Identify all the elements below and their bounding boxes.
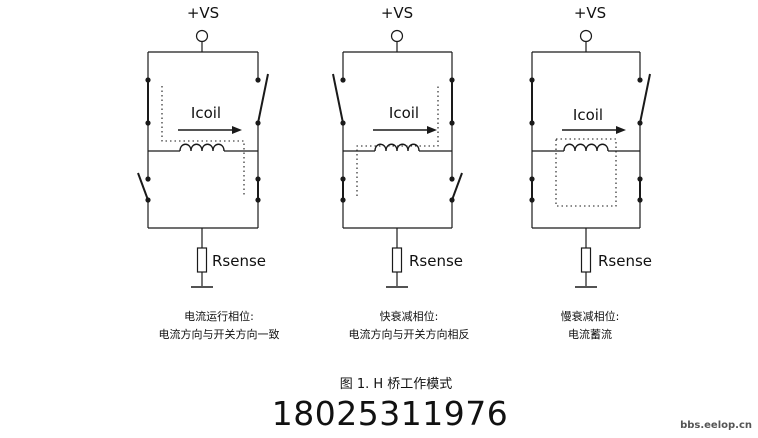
c1-switch-bl-blade xyxy=(137,172,149,201)
icoil-label-1: Icoil xyxy=(190,104,222,122)
c3-rsense-resistor xyxy=(580,247,592,273)
c1-switch-tr-contact-top xyxy=(255,77,261,83)
icoil-label-3: Icoil xyxy=(572,106,604,124)
c2-current-path xyxy=(356,86,439,196)
rsense-label-3: Rsense xyxy=(598,252,653,270)
c1-supply-terminal xyxy=(195,29,209,43)
caption-2-line1: 快衰减相位: xyxy=(379,310,439,323)
c1-coil xyxy=(179,143,225,152)
rsense-label-1: Rsense xyxy=(212,252,267,270)
c1-switch-bl-contact-top xyxy=(145,176,151,182)
rsense-label-2: Rsense xyxy=(409,252,464,270)
supply-label-1: +VS xyxy=(186,4,220,22)
caption-1-line2: 电流方向与开关方向一致 xyxy=(158,328,280,341)
c2-switch-br-blade xyxy=(451,172,463,201)
c1-rsense-resistor xyxy=(196,247,208,273)
c2-coil xyxy=(374,143,420,152)
c3-switch-tr-contact-top xyxy=(637,77,643,83)
c3-current-arrow-head xyxy=(616,126,626,134)
c3-switch-tr-blade xyxy=(639,73,651,124)
figure-caption: 图 1. H 桥工作模式 xyxy=(339,377,453,392)
phone-number: 18025311976 xyxy=(271,394,509,433)
supply-label-2: +VS xyxy=(380,4,414,22)
icoil-label-2: Icoil xyxy=(388,104,420,122)
c2-rsense-resistor xyxy=(391,247,403,273)
c2-switch-tl-blade xyxy=(332,73,344,124)
c2-switch-br-contact-top xyxy=(449,176,455,182)
caption-3-line2: 电流蓄流 xyxy=(568,328,612,341)
c2-supply-terminal xyxy=(390,29,404,43)
c3-current-path xyxy=(555,138,617,207)
c1-switch-tr-blade xyxy=(257,73,269,124)
c3-coil xyxy=(563,143,609,152)
c3-supply-terminal xyxy=(579,29,593,43)
c2-switch-tl-contact-top xyxy=(340,77,346,83)
caption-3-line1: 慢衰减相位: xyxy=(560,310,620,323)
c1-current-arrow-head xyxy=(232,126,242,134)
supply-label-3: +VS xyxy=(573,4,607,22)
c2-current-arrow-head xyxy=(427,126,437,134)
c1-current-path xyxy=(161,86,245,196)
watermark: bbs.eelop.cn xyxy=(680,420,752,431)
caption-1-line1: 电流运行相位: xyxy=(184,310,254,323)
caption-2-line2: 电流方向与开关方向相反 xyxy=(348,328,470,341)
